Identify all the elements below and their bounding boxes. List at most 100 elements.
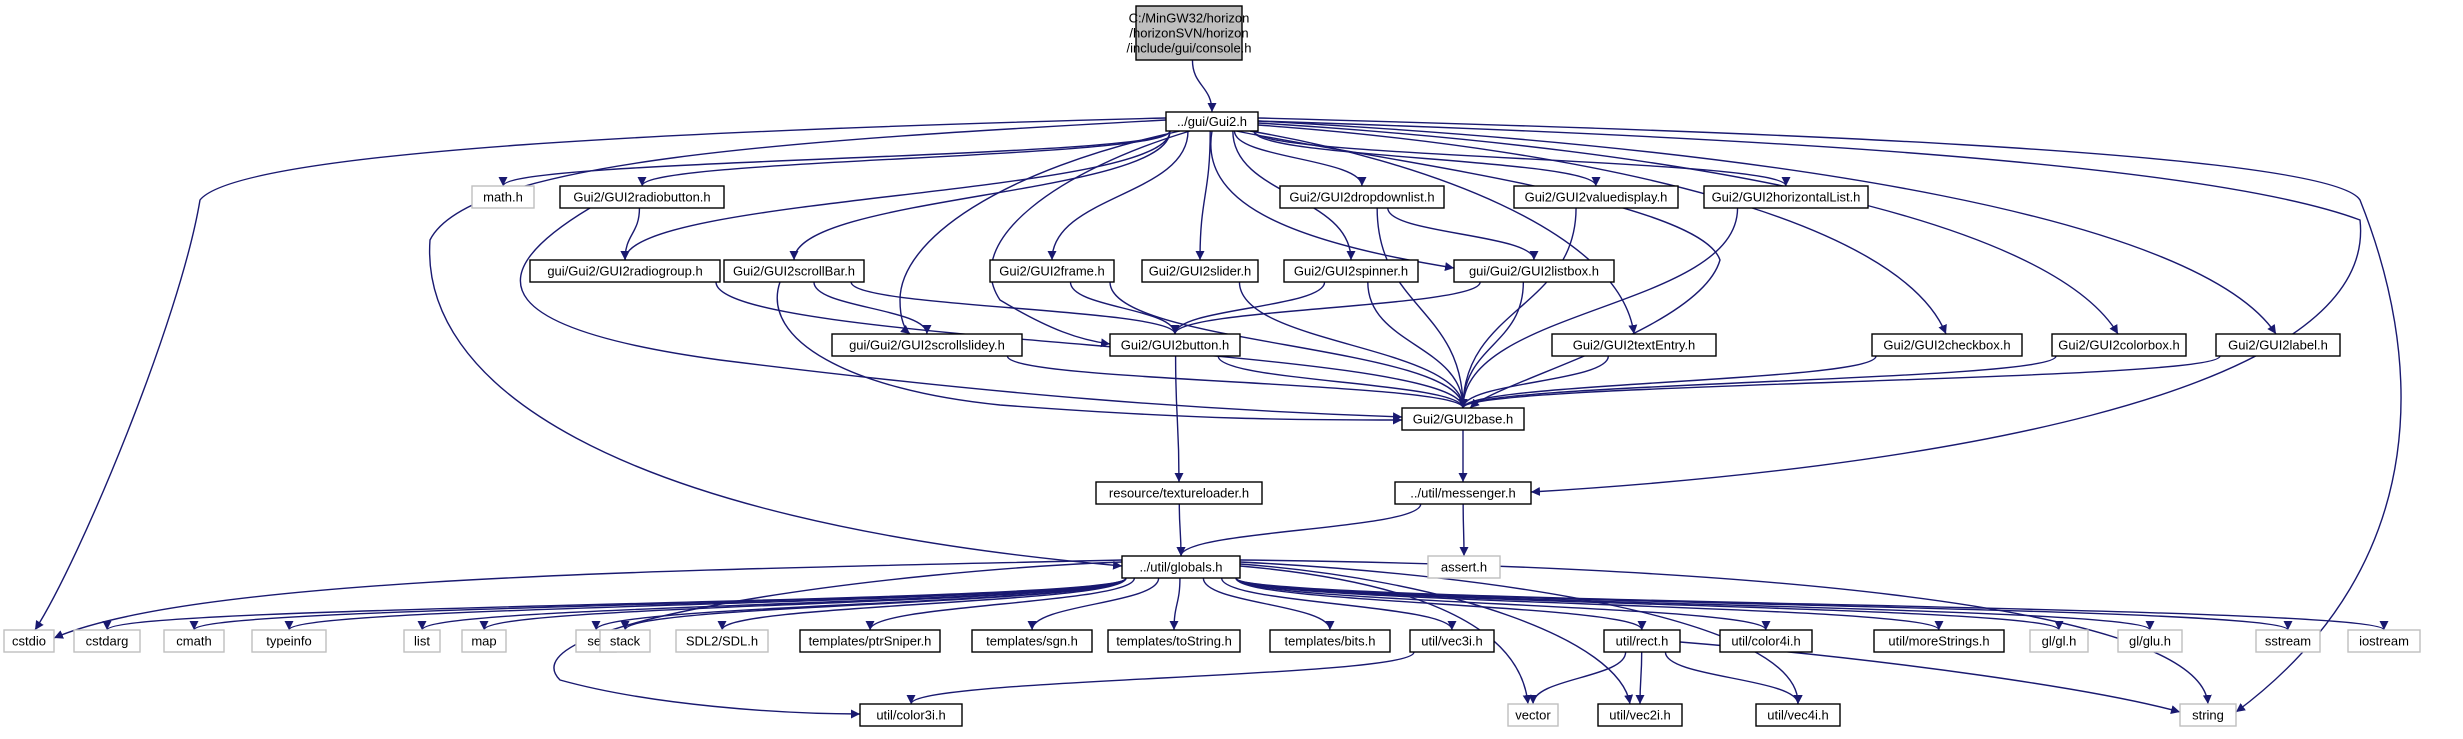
node-radiogroup[interactable]: gui/Gui2/GUI2radiogroup.h (529, 259, 721, 283)
edge-globals-to-glu (1235, 577, 2155, 631)
node-label: math.h (483, 190, 523, 205)
node-checkbox[interactable]: Gui2/GUI2checkbox.h (1871, 333, 2023, 357)
node-radiobutton[interactable]: Gui2/GUI2radiobutton.h (559, 185, 725, 209)
node-box (1269, 629, 1391, 653)
node-box (1107, 629, 1241, 653)
node-cstdarg: cstdarg (73, 629, 141, 653)
node-glu: gl/glu.h (2117, 629, 2183, 653)
node-textentry[interactable]: Gui2/GUI2textEntry.h (1551, 333, 1717, 357)
edge-rect-to-vec4i (1664, 651, 1803, 705)
node-vec4i[interactable]: util/vec4i.h (1755, 703, 1841, 727)
node-box (471, 185, 535, 209)
node-box (599, 629, 651, 653)
node-listbox[interactable]: gui/Gui2/GUI2listbox.h (1453, 259, 1615, 283)
edge-globals-to-map (479, 577, 1127, 631)
node-box (403, 629, 441, 653)
edge-console-to-gui2 (1191, 59, 1217, 113)
edge-spinner-to-base (1367, 281, 1468, 409)
edge-scrollbar-to-scrollslidey (813, 281, 932, 335)
edge-gui2-to-valuedisplay (1253, 130, 1601, 187)
edge-globals-to-sstream (1235, 577, 2293, 631)
edge-rect-to-vec2i (1635, 651, 1645, 705)
node-globals[interactable]: ../util/globals.h (1121, 555, 1241, 579)
edge-globals-to-list (417, 577, 1127, 631)
node-box (73, 629, 141, 653)
node-label: Gui2/GUI2frame.h (999, 264, 1105, 279)
node-box (461, 629, 507, 653)
node-tostring[interactable]: templates/toString.h (1107, 629, 1241, 653)
node-textureloader[interactable]: resource/textureloader.h (1095, 481, 1263, 505)
node-label: cstdarg (86, 634, 129, 649)
node-cstdio: cstdio (3, 629, 55, 653)
node-vec3i[interactable]: util/vec3i.h (1409, 629, 1495, 653)
node-button[interactable]: Gui2/GUI2button.h (1109, 333, 1241, 357)
node-box (2347, 629, 2421, 653)
edge-radiogroup-to-base (715, 281, 1468, 409)
node-colorbox[interactable]: Gui2/GUI2colorbox.h (2051, 333, 2187, 357)
node-base[interactable]: Gui2/GUI2base.h (1401, 407, 1525, 431)
node-frame[interactable]: Gui2/GUI2frame.h (989, 259, 1115, 283)
node-hlist[interactable]: Gui2/GUI2horizontalList.h (1703, 185, 1869, 209)
edge-listbox-to-button (1170, 281, 1481, 335)
node-bits[interactable]: templates/bits.h (1269, 629, 1391, 653)
node-box (251, 629, 327, 653)
edge-frame-to-base (1109, 281, 1468, 409)
node-scrollbar[interactable]: Gui2/GUI2scrollBar.h (723, 259, 865, 283)
node-sgn[interactable]: templates/sgn.h (971, 629, 1093, 653)
edge-globals-to-vec4i (1239, 561, 1803, 705)
node-morestrings[interactable]: util/moreStrings.h (1873, 629, 2005, 653)
node-box (1453, 259, 1615, 283)
node-label: Gui2/GUI2button.h (1121, 338, 1229, 353)
edge-dropdown-to-base (1376, 207, 1468, 409)
edge-messenger-to-globals (1176, 503, 1422, 557)
node-box (3, 629, 55, 653)
node-valuedisplay[interactable]: Gui2/GUI2valuedisplay.h (1513, 185, 1679, 209)
node-box (1409, 629, 1495, 653)
edge-gui2-to-listbox (1210, 130, 1455, 272)
node-messenger[interactable]: ../util/messenger.h (1394, 481, 1532, 505)
node-label: util/vec2i.h (1609, 708, 1670, 723)
node-label: cmath (176, 634, 211, 649)
edge-gui2-to-math (498, 130, 1171, 187)
node-vector: vector (1507, 703, 1559, 727)
edge-button-to-textureloader (1174, 355, 1184, 483)
node-box (1755, 703, 1841, 727)
edge-radiobutton-to-radiogroup (620, 207, 641, 261)
node-color3i[interactable]: util/color3i.h (859, 703, 963, 727)
edge-globals-to-iostream (1235, 577, 2389, 631)
node-label: gui/Gui2/GUI2scrollslidey.h (849, 338, 1005, 353)
node-box (1551, 333, 1717, 357)
node-label: templates/sgn.h (986, 634, 1078, 649)
node-color4i[interactable]: util/color4i.h (1719, 629, 1813, 653)
node-vec2i[interactable]: util/vec2i.h (1597, 703, 1683, 727)
node-box (1283, 259, 1419, 283)
node-label: Gui2/GUI2checkbox.h (1883, 338, 2010, 353)
node-box (2117, 629, 2183, 653)
node-dropdown[interactable]: Gui2/GUI2dropdownlist.h (1279, 185, 1445, 209)
edge-globals-to-color3i (553, 561, 1123, 719)
edge-gui2-to-scrollslidey (899, 130, 1181, 335)
node-label: Gui2/GUI2textEntry.h (1573, 338, 1696, 353)
edge-vec3i-to-color3i (906, 651, 1415, 705)
node-string: string (2179, 703, 2237, 727)
node-label: Gui2/GUI2radiobutton.h (573, 190, 710, 205)
node-label: gui/Gui2/GUI2listbox.h (1469, 264, 1599, 279)
node-label: util/vec4i.h (1767, 708, 1828, 723)
node-label: util/color4i.h (1731, 634, 1800, 649)
edge-listbox-to-base (1458, 281, 1525, 409)
node-slider[interactable]: Gui2/GUI2slider.h (1141, 259, 1259, 283)
node-box (2179, 703, 2237, 727)
node-label: ../util/messenger.h (1410, 486, 1516, 501)
node-box (1401, 407, 1525, 431)
node-label[interactable]: Gui2/GUI2label.h (2215, 333, 2341, 357)
node-gui2[interactable]: ../gui/Gui2.h (1165, 111, 1259, 132)
node-scrollslidey[interactable]: gui/Gui2/GUI2scrollslidey.h (831, 333, 1023, 357)
edge-checkbox-to-base (1458, 355, 1877, 409)
node-box (2051, 333, 2187, 357)
node-math: math.h (471, 185, 535, 209)
node-ptrsniper[interactable]: templates/ptrSniper.h (799, 629, 941, 653)
node-console[interactable]: C:/MinGW32/horizon/horizonSVN/horizon/in… (1126, 5, 1252, 61)
node-rect[interactable]: util/rect.h (1603, 629, 1681, 653)
node-label: stack (610, 634, 641, 649)
node-spinner[interactable]: Gui2/GUI2spinner.h (1283, 259, 1419, 283)
